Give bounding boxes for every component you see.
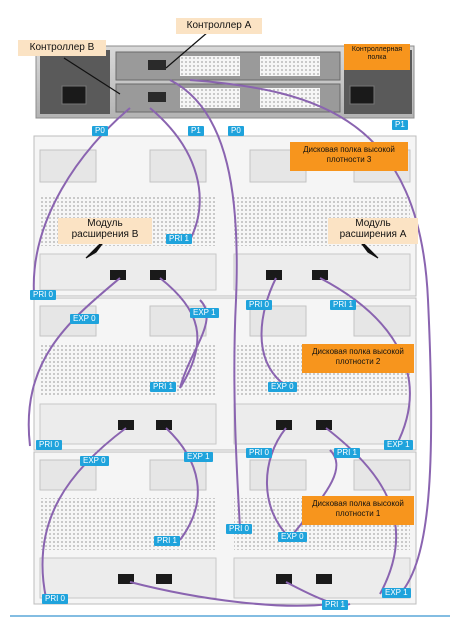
cable-s3-exp-b [27,277,121,447]
port-tag-s2-exp0-a: EXP 0 [268,382,297,392]
callout-expansion-a: Модуль расширения А [328,218,418,244]
port-tag-s1-pri1-a: PRI 1 [322,600,349,610]
cable-s1-b [129,581,331,607]
hd-shelf-1 [33,451,417,605]
port-tag-s2-pri0-b: PRI 0 [36,440,63,450]
callout-hd-shelf-3: Дисковая полка высокой плотности 3 [290,142,408,171]
callout-expansion-b: Модуль расширения В [58,218,152,244]
cable-s3-exp-b1 [159,277,199,389]
port-tag-s2-exp0-b: EXP 0 [80,456,109,466]
port-tag-s1-pri1-b: PRI 1 [154,536,181,546]
port-tag-s2-exp1-a: EXP 1 [384,440,413,450]
callout-hd-shelf-2: Дисковая полка высокой плотности 2 [302,344,414,373]
port-tag-s2-pri1-a: PRI 1 [334,448,361,458]
port-tag-s3-pri0-a: PRI 0 [246,300,273,310]
port-tag-s2-pri0-a: PRI 0 [246,448,273,458]
cable-ctrl-a-p0 [169,79,241,529]
port-tag-s3-pri0-b: PRI 0 [30,290,57,300]
cable-s2-a [266,427,291,539]
port-tag-s2-exp1-b: EXP 1 [184,452,213,462]
port-tag-s1-pri0-b: PRI 0 [42,594,69,604]
cable-ctrl-b-p0 [32,107,131,295]
port-tag-ctrl-p1-b: P1 [188,126,204,136]
callout-hd-shelf-1: Дисковая полка высокой плотности 1 [302,496,414,525]
sas-connectors [110,270,332,584]
port-tag-s1-pri0-a: PRI 0 [226,524,253,534]
expansion-module-a-3 [233,253,411,291]
cable-ctrl-b-p1 [149,107,201,241]
power-inlet-left-icon [61,85,87,105]
expansion-module-b-3 [39,253,217,291]
cable-s2-b1 [165,427,199,541]
port-tag-ctrl-p0-a: P0 [228,126,244,136]
cable-s2-b [41,427,127,599]
cable-ctrl-a-p1 [189,79,433,595]
callout-controller-a: Контроллер А [176,18,262,34]
port-tag-s3-exp0-b: EXP 0 [70,314,99,324]
callout-controller-shelf: Контроллерная полка [344,44,410,70]
port-tag-s1-exp0-a: EXP 0 [278,532,307,542]
port-tag-ctrl-p1-a: P1 [392,120,408,130]
hd-shelf-3 [33,135,417,297]
port-tag-s2-pri1-b: PRI 1 [150,382,177,392]
port-tag-s3-pri1-a: PRI 1 [330,300,357,310]
cable-s3-b-to-s2 [179,299,208,389]
port-tag-s3-exp1-b: EXP 1 [190,308,219,318]
port-tag-s3-pri1-b: PRI 1 [166,234,193,244]
cable-s3-a [260,277,287,387]
port-tag-s1-exp1-a: EXP 1 [382,588,411,598]
port-tag-ctrl-p0-b: P0 [92,126,108,136]
power-inlet-right-icon [349,85,375,105]
callout-controller-b: Контроллер В [18,40,106,56]
